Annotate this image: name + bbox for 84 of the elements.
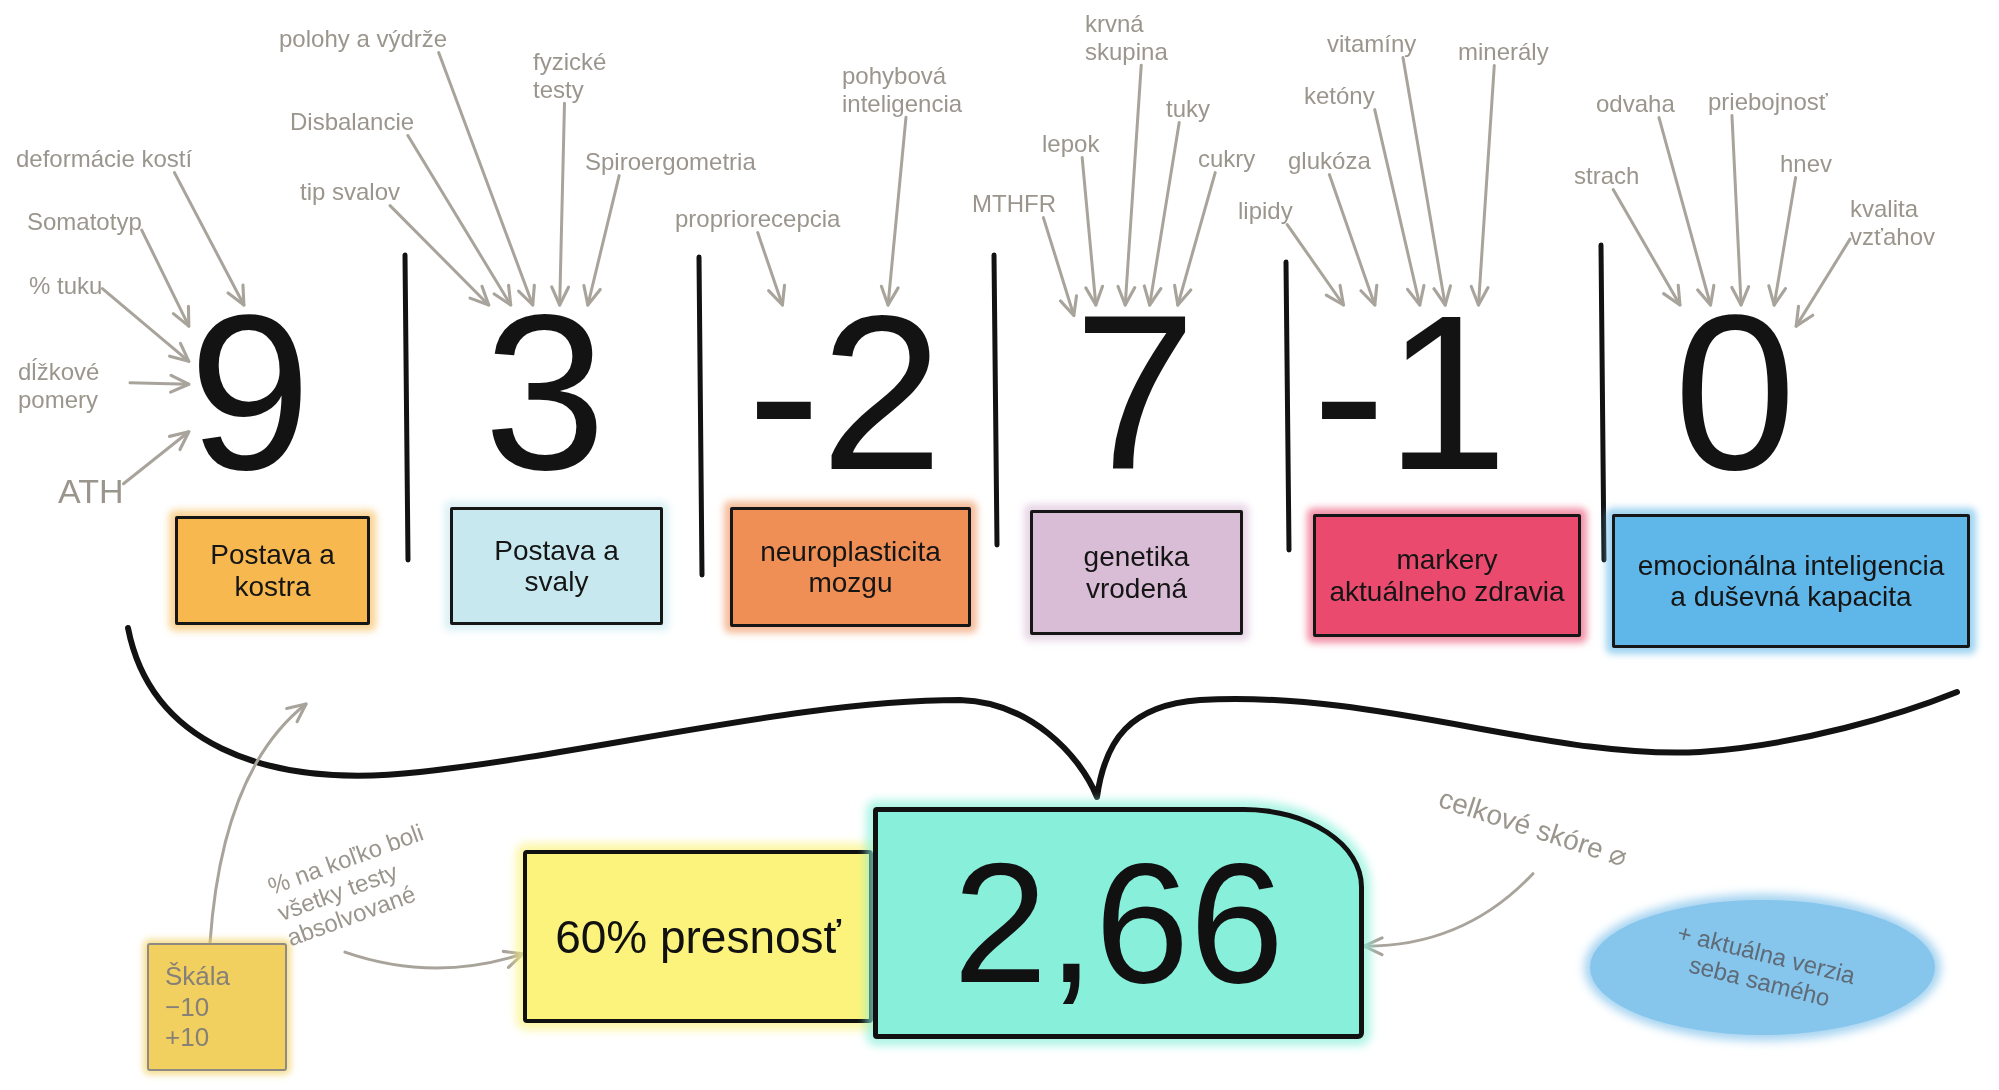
scale-title: Škála	[165, 962, 231, 991]
ellipse-label: + aktuálna verzia seba samého	[1673, 917, 1859, 1014]
arrow	[1657, 116, 1716, 307]
category-label: genetika vrodená	[1082, 541, 1191, 604]
arrow	[582, 174, 621, 307]
score-number: -1	[1312, 305, 1508, 481]
annotation-label: vitamíny	[1327, 30, 1417, 58]
category-label: emocionálna inteligencia a duševná kapacita	[1636, 549, 1946, 613]
category-label: Postava a svaly	[493, 534, 620, 598]
annotation-label: ketóny	[1304, 82, 1375, 110]
arrow	[406, 134, 513, 307]
arrow	[1285, 223, 1346, 307]
annotation-label: Spiroergometria	[585, 148, 756, 176]
score-number: 0	[1673, 305, 1797, 481]
annotation-label: odvaha	[1596, 90, 1675, 118]
annotation-label: glukóza	[1288, 147, 1371, 175]
scale-value: −10	[165, 992, 210, 1022]
category-label: neuroplasticita mozgu	[759, 535, 942, 599]
arrow	[1116, 63, 1143, 307]
annotation-label: Disbalancie	[290, 108, 415, 136]
scale-note	[147, 943, 287, 1071]
total-score-value: 2,66	[953, 838, 1284, 1008]
annotation-label: celkové skóre ⌀	[1434, 782, 1631, 874]
annotation-label: Somatotyp	[27, 208, 142, 236]
annotation-label: strach	[1574, 162, 1640, 190]
arrow	[1730, 114, 1751, 307]
annotation-label: MTHFR	[972, 190, 1056, 218]
category-box	[175, 516, 370, 625]
arrow	[1401, 56, 1452, 307]
accuracy-box	[523, 850, 873, 1023]
arrow	[172, 171, 246, 307]
score-number: 3	[483, 305, 607, 481]
category-box	[730, 507, 971, 627]
arrow	[1080, 156, 1105, 307]
annotation-label: minerály	[1458, 38, 1549, 66]
annotation-label: priebojnosť	[1708, 88, 1828, 116]
score-number: 7	[1073, 305, 1197, 481]
annotation-label: lepok	[1042, 130, 1100, 158]
category-label: markery aktuálneho zdravia	[1328, 544, 1566, 607]
arrow	[1373, 108, 1426, 307]
annotation-label: deformácie kostí	[16, 145, 193, 173]
annotation-label: propriorecepcia	[675, 205, 841, 233]
arrow	[1611, 188, 1682, 307]
arrow	[1173, 171, 1217, 307]
category-label: Postava a kostra	[209, 539, 336, 602]
arrow	[100, 287, 191, 363]
score-number: 9	[188, 305, 312, 481]
arrow	[208, 702, 308, 945]
arrow	[1041, 216, 1079, 318]
arrow	[1362, 872, 1535, 956]
score-number: -2	[747, 305, 943, 481]
arrow	[756, 231, 787, 307]
arrow	[1327, 173, 1379, 307]
annotation-label: % tuku	[29, 272, 103, 300]
arrow	[122, 430, 191, 486]
category-box	[1612, 514, 1970, 648]
annotation-label: fyzické testy	[533, 48, 638, 104]
annotation-label: krvná skupina	[1085, 10, 1210, 66]
annotation-label: lipidy	[1238, 197, 1293, 225]
annotation-label: dĺžkové pomery	[18, 358, 130, 414]
arrow	[343, 949, 525, 970]
arrow	[879, 115, 908, 307]
annotation-label: tuky	[1166, 95, 1210, 123]
arrow	[550, 101, 571, 307]
annotation-label: ATH	[58, 472, 124, 512]
annotation-label: hnev	[1780, 150, 1833, 178]
annotation-label: tip svalov	[300, 178, 401, 206]
arrow	[140, 228, 191, 328]
category-box	[1030, 510, 1243, 635]
scale-value: +10	[165, 1023, 210, 1052]
arrow	[1142, 121, 1181, 307]
annotation-label: polohy a výdrže	[279, 25, 448, 53]
arrow	[1469, 64, 1496, 307]
category-box	[450, 507, 663, 625]
total-score-box	[873, 807, 1364, 1039]
annotation-label: cukry	[1198, 145, 1256, 173]
annotation-label: pohybová inteligencia	[842, 62, 1002, 118]
arrow	[1767, 176, 1798, 307]
arrow	[388, 204, 491, 307]
arrow	[128, 373, 191, 394]
category-box	[1313, 514, 1581, 637]
arrow	[1794, 237, 1852, 328]
arrow	[437, 51, 536, 307]
annotation-label: kvalita vzťahov	[1850, 195, 1975, 251]
